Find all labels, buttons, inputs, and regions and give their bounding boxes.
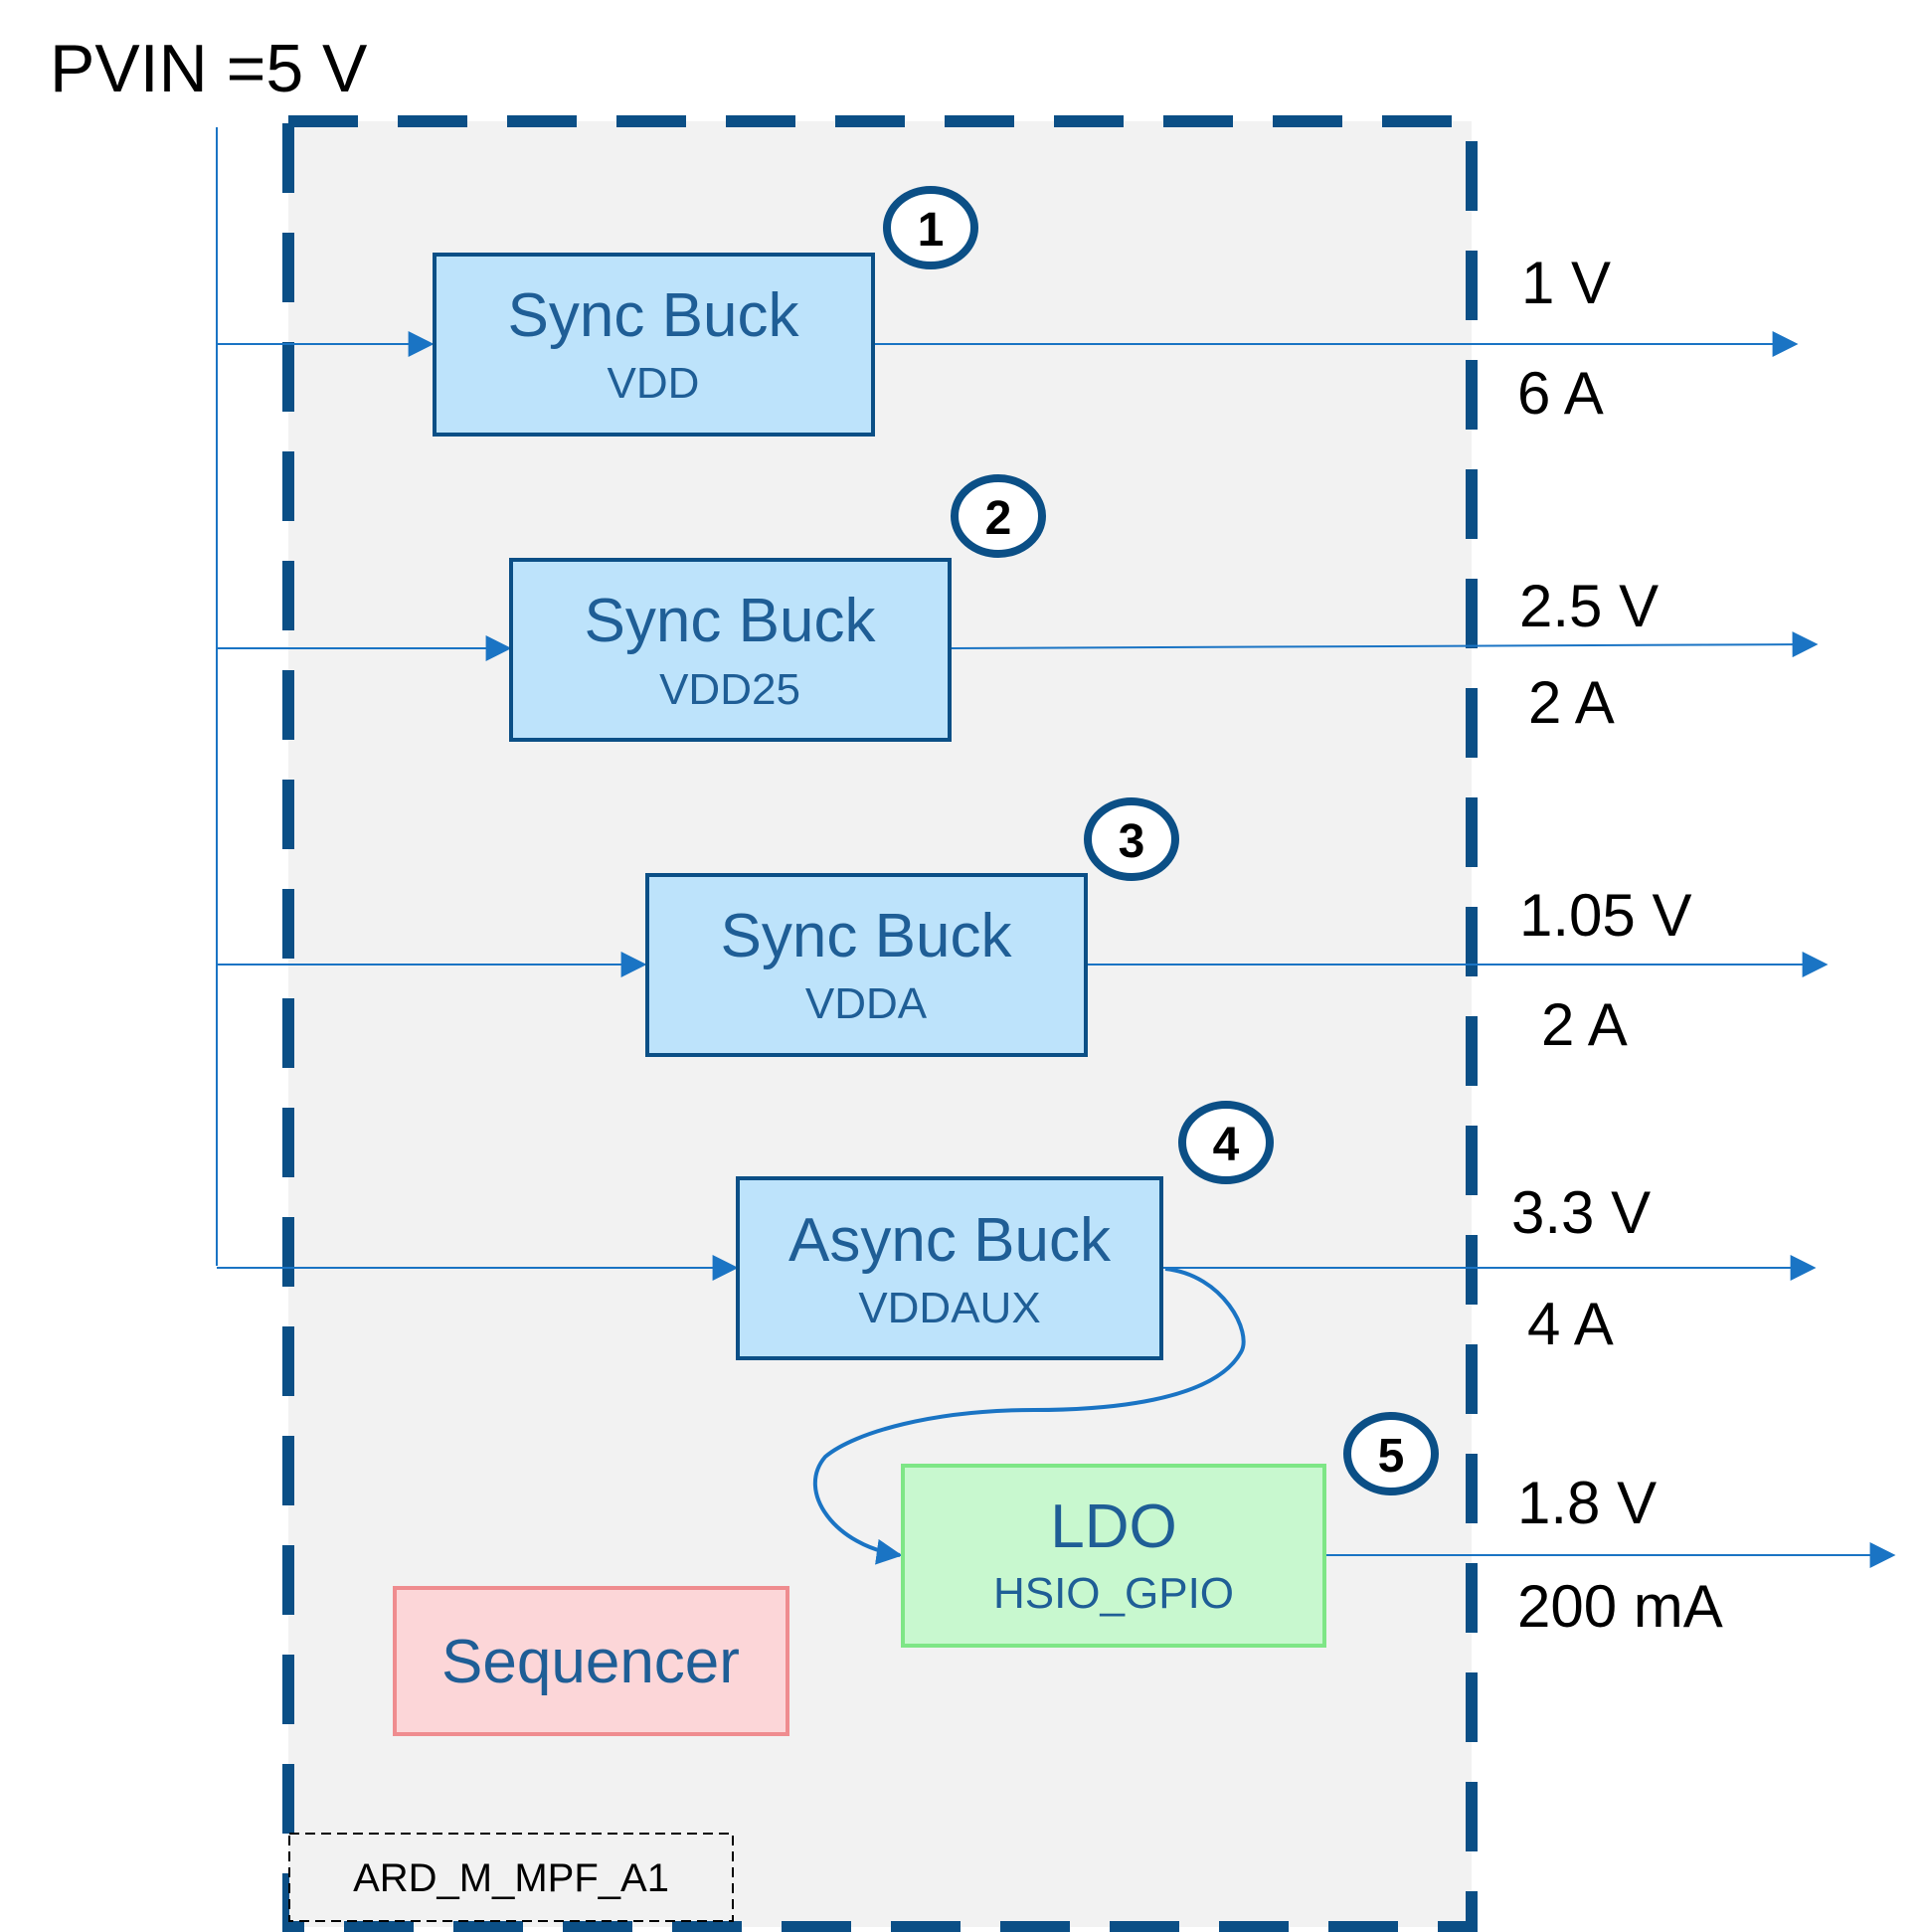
block-title: Sync Buck <box>585 587 877 655</box>
block-sync-buck-vdda: Sync Buck VDDA <box>645 873 1088 1057</box>
marker-2: 2 <box>951 474 1046 558</box>
svg-text:5: 5 <box>1378 1430 1405 1483</box>
svg-text:3: 3 <box>1119 815 1145 868</box>
marker-1: 1 <box>883 186 978 269</box>
block-subtitle: VDD25 <box>659 665 800 714</box>
block-title: Async Buck <box>788 1206 1112 1275</box>
output-current-hsio: 200 mA <box>1517 1573 1723 1640</box>
output-voltage-vdda: 1.05 V <box>1519 882 1691 949</box>
marker-4: 4 <box>1178 1101 1274 1184</box>
svg-text:4: 4 <box>1213 1119 1240 1171</box>
sequencer-label: Sequencer <box>441 1628 740 1696</box>
block-ldo-hsio-gpio: LDO HSIO_GPIO <box>901 1464 1326 1648</box>
block-subtitle: VDDAUX <box>858 1284 1040 1332</box>
sequencer-block: Sequencer <box>393 1586 789 1736</box>
marker-3: 3 <box>1084 797 1179 881</box>
block-sync-buck-vdd25: Sync Buck VDD25 <box>509 558 952 742</box>
block-subtitle: VDD <box>608 359 700 408</box>
svg-text:1: 1 <box>918 204 945 257</box>
block-sync-buck-vdd: Sync Buck VDD <box>433 253 875 437</box>
output-wire-vdd25 <box>949 631 1819 658</box>
output-voltage-vdd25: 2.5 V <box>1519 573 1659 639</box>
block-async-buck-vddaux: Async Buck VDDAUX <box>736 1176 1163 1360</box>
output-voltage-vdd: 1 V <box>1521 250 1611 316</box>
block-subtitle: VDDA <box>805 979 928 1028</box>
output-current-vdd: 6 A <box>1517 360 1604 427</box>
module-name-tag: ARD_M_MPF_A1 <box>288 1833 734 1922</box>
block-title: Sync Buck <box>508 281 800 350</box>
vddaux-to-ldo-connector <box>812 1267 1246 1565</box>
output-current-vdd25: 2 A <box>1528 669 1615 736</box>
block-subtitle: HSIO_GPIO <box>993 1569 1234 1618</box>
marker-5: 5 <box>1343 1412 1439 1495</box>
output-current-vddaux: 4 A <box>1527 1291 1614 1357</box>
module-dashed-border <box>282 115 1478 1932</box>
output-voltage-hsio: 1.8 V <box>1517 1470 1657 1536</box>
output-voltage-vddaux: 3.3 V <box>1511 1179 1651 1246</box>
input-voltage-label: PVIN =5 V <box>50 31 368 106</box>
svg-text:2: 2 <box>985 492 1012 545</box>
module-name-label: ARD_M_MPF_A1 <box>353 1856 669 1900</box>
block-title: LDO <box>1050 1493 1176 1561</box>
output-current-vdda: 2 A <box>1541 991 1628 1058</box>
block-title: Sync Buck <box>721 902 1013 970</box>
